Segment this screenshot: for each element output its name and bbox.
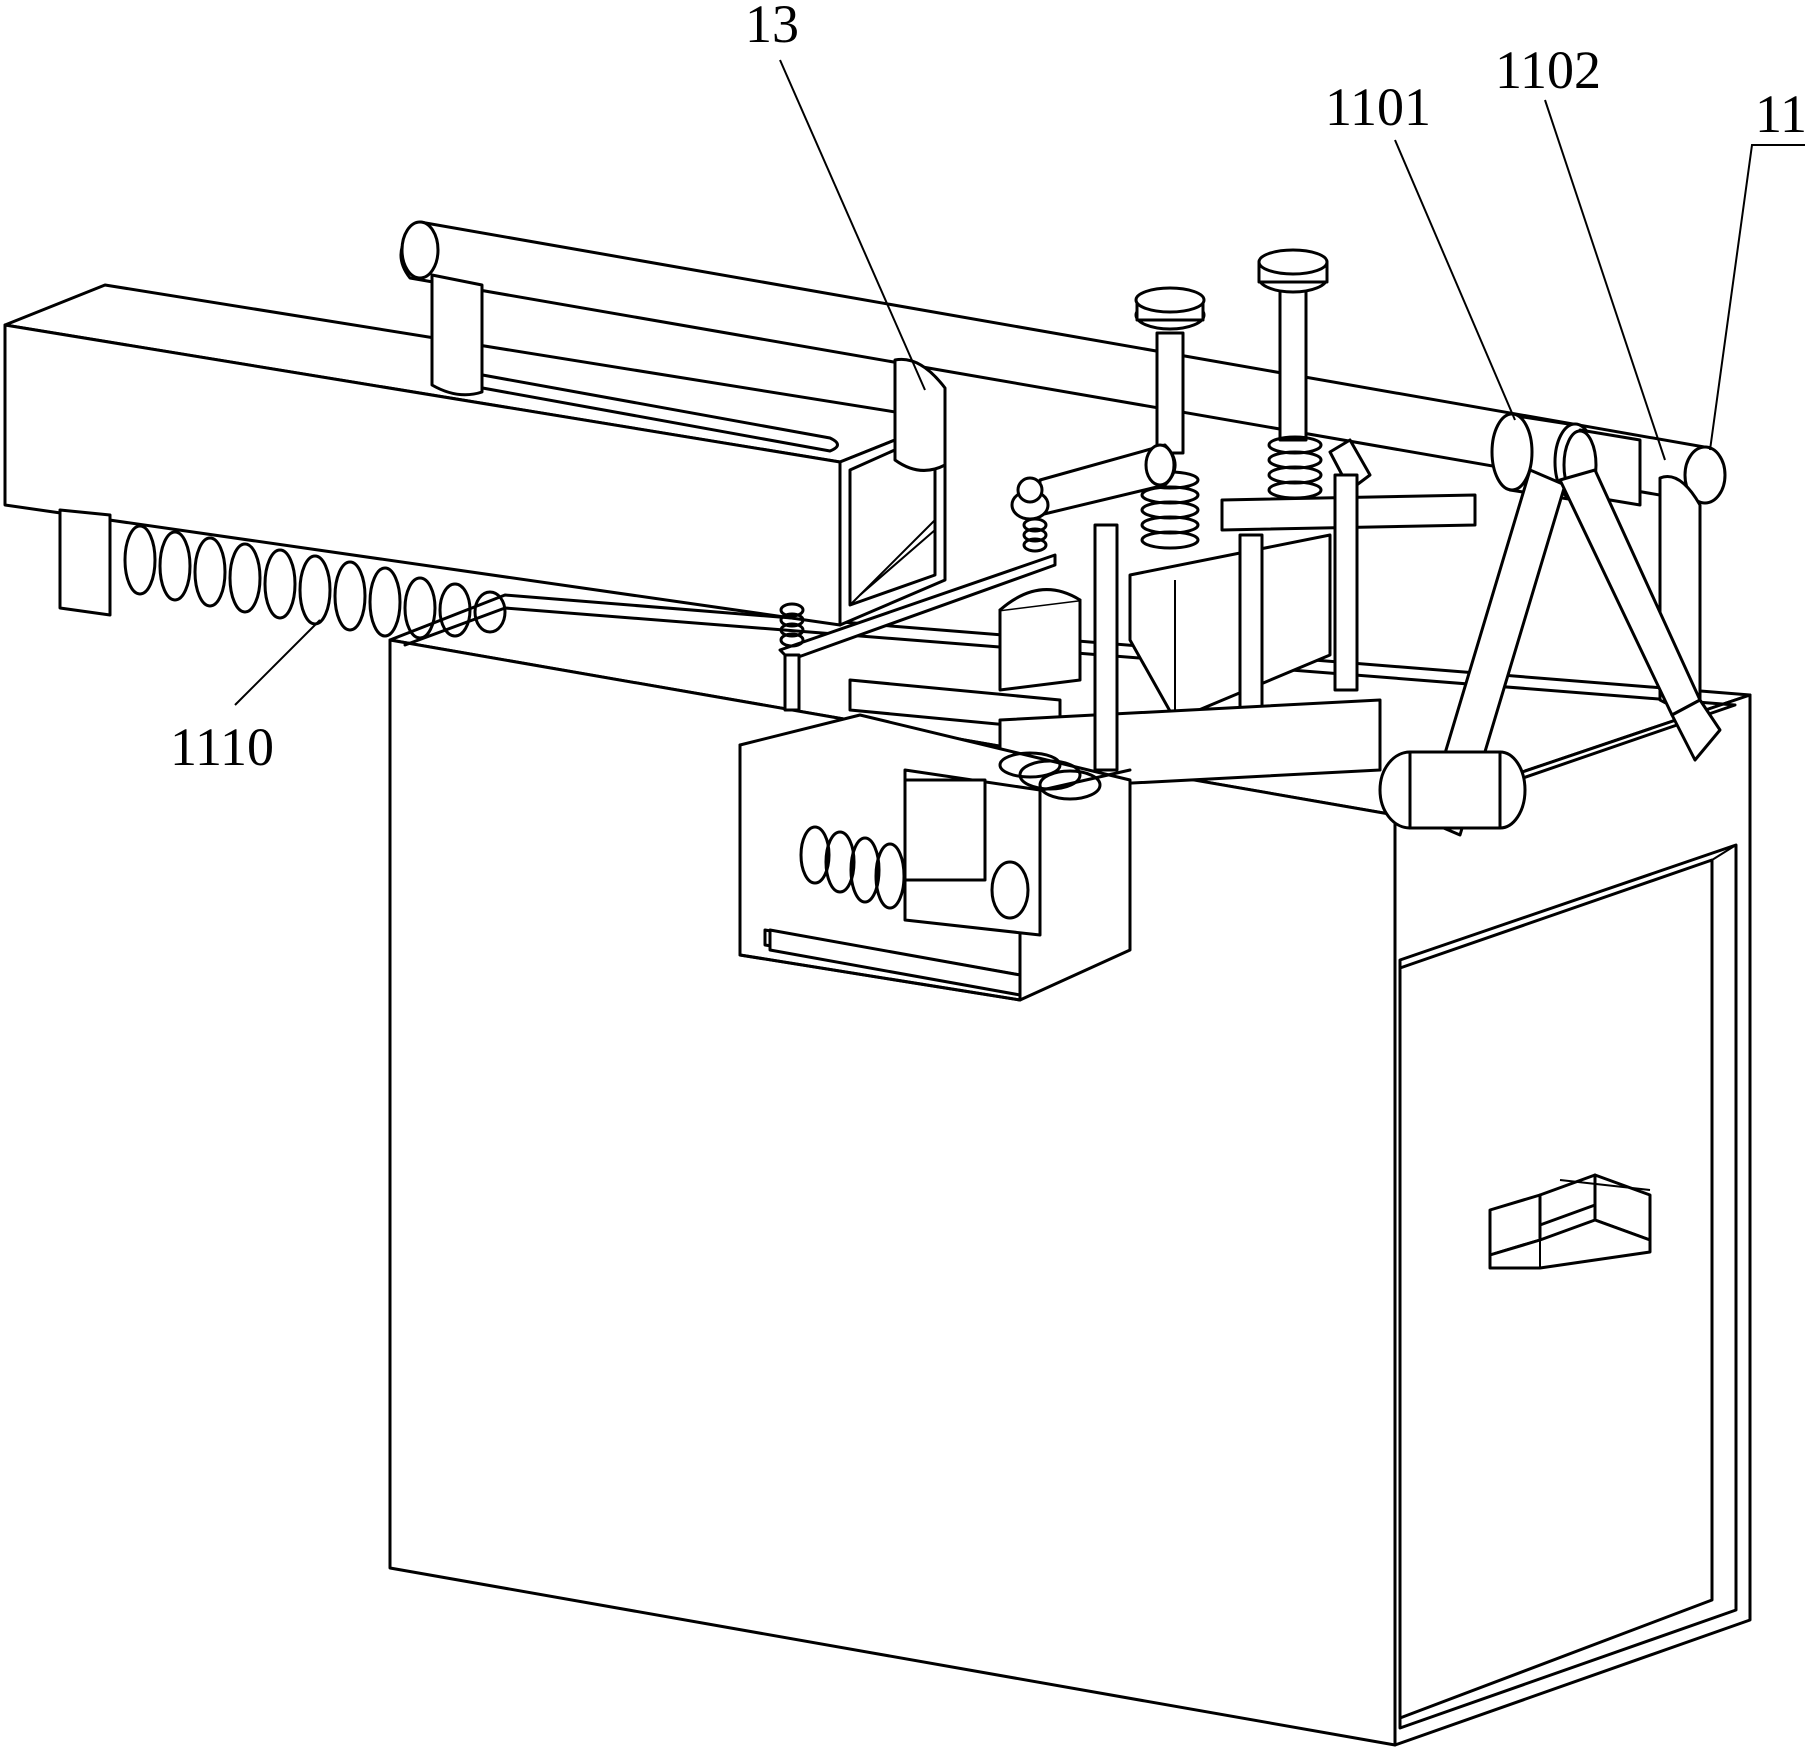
return-spring	[123, 524, 507, 640]
leader-1101	[1394, 139, 1516, 421]
beam-hanger	[58, 508, 112, 617]
clamp-jaw	[903, 778, 987, 882]
clamp-spring	[799, 751, 1102, 910]
drawer-door	[1398, 843, 1738, 1730]
guide-rod-assembly	[399, 220, 1727, 708]
crank-handle	[1010, 443, 1177, 521]
leader-13	[779, 59, 926, 391]
rod-support-left	[430, 273, 484, 397]
drawer-door-panel	[1398, 858, 1714, 1720]
post-b	[1333, 473, 1359, 692]
label-13: 13	[745, 0, 799, 54]
slide-slot	[453, 368, 839, 453]
cabinet-inner-rim	[403, 606, 1737, 824]
pivot-block	[998, 598, 1082, 692]
label-1102: 1102	[1495, 40, 1601, 100]
clamp-guide-rod	[1093, 523, 1119, 772]
post-a	[1238, 533, 1264, 722]
leader-lines	[234, 59, 1805, 706]
roller	[1378, 750, 1527, 830]
label-1101: 1101	[1325, 77, 1431, 137]
knob-left	[1134, 286, 1206, 455]
link-leg-left	[1423, 468, 1567, 837]
leader-1110	[234, 619, 321, 706]
leader-11	[1709, 144, 1805, 451]
leader-1102	[1544, 99, 1666, 461]
clamp-box	[738, 443, 1177, 1002]
label-1110: 1110	[170, 717, 274, 777]
label-11: 11	[1755, 84, 1807, 144]
knob-right	[1257, 248, 1329, 442]
drawer-handle	[1488, 1173, 1652, 1270]
small-linkage	[778, 517, 1057, 712]
reference-labels: 13 1101 1102 11 1110	[170, 0, 1807, 777]
rod-support-middle	[893, 357, 947, 472]
